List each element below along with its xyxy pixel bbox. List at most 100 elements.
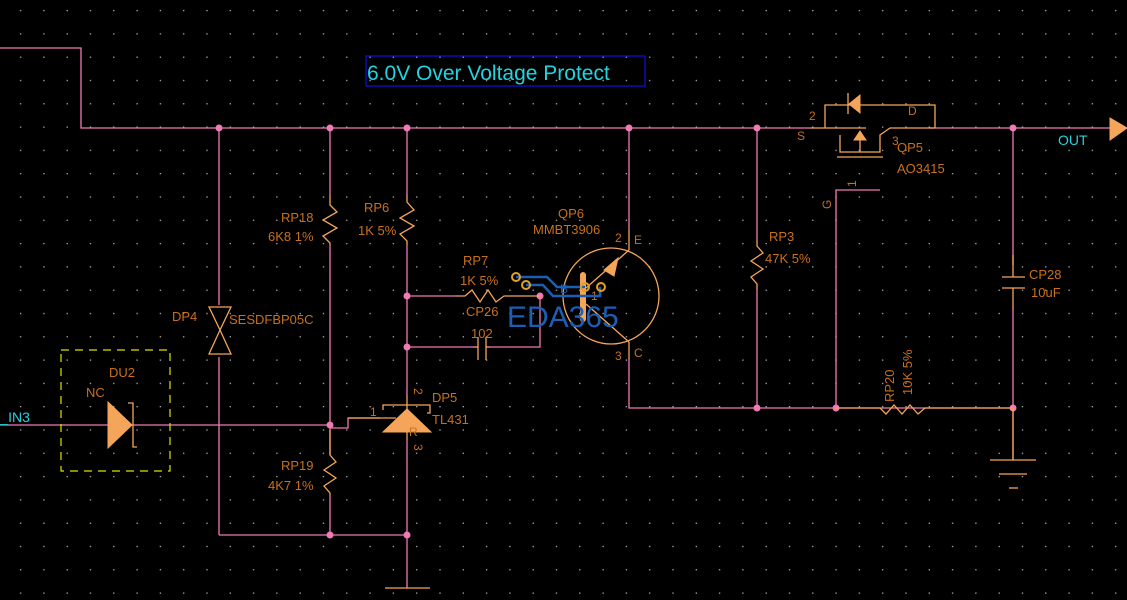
net-label-out: OUT bbox=[1058, 132, 1088, 148]
tvs-triangle bbox=[207, 328, 233, 355]
ground-symbol bbox=[990, 408, 1036, 489]
rp20-value: 10K 5% bbox=[900, 349, 915, 395]
diode-cathode bbox=[128, 402, 137, 448]
body-diode-loop bbox=[824, 104, 936, 128]
wire-cp26-right bbox=[490, 296, 541, 348]
qp6-pin2: 2 bbox=[615, 231, 622, 245]
qp5-ref: QP5 bbox=[897, 140, 923, 155]
resistor-rp19[interactable]: RP19 4K7 1% bbox=[268, 430, 338, 495]
qp5-pin-s: S bbox=[797, 129, 805, 143]
qp6-ref: QP6 bbox=[558, 206, 584, 221]
qp5-pin1: 1 bbox=[845, 180, 859, 187]
pcb-trace bbox=[526, 283, 602, 298]
dp5-pin1: 1 bbox=[370, 405, 377, 419]
port-arrow-icon bbox=[1109, 117, 1127, 141]
pcb-via bbox=[580, 282, 590, 292]
net-port-out[interactable]: OUT bbox=[1058, 117, 1127, 148]
rp7-value: 1K 5% bbox=[460, 273, 499, 288]
watermark-text: EDA365 bbox=[507, 301, 619, 334]
capacitor-cp28[interactable]: CP28 10uF bbox=[1002, 255, 1062, 310]
du2-value: NC bbox=[86, 385, 105, 400]
resistor-symbol bbox=[322, 430, 338, 495]
rp19-ref: RP19 bbox=[281, 458, 314, 473]
pcb-trace bbox=[516, 275, 585, 289]
pcb-via bbox=[521, 280, 531, 290]
mosfet-qp5[interactable]: 2 D S 3 QP5 AO3415 1 G bbox=[797, 93, 945, 209]
wire-gate bbox=[835, 189, 880, 408]
net-label-input: S_IN3 bbox=[0, 409, 30, 425]
resistor-rp6[interactable]: RP6 1K 5% bbox=[358, 195, 416, 245]
net-label-input-group[interactable]: S_IN3 bbox=[0, 409, 30, 425]
qp5-pin-g: G bbox=[820, 200, 834, 209]
wire-collector-rail bbox=[628, 360, 1013, 409]
capacitor-cp26[interactable]: CP26 102 bbox=[466, 304, 499, 360]
qp6-pin-b: B bbox=[560, 282, 568, 296]
dp4-ref: DP4 bbox=[172, 309, 197, 324]
rp6-ref: RP6 bbox=[364, 200, 389, 215]
diode-du2[interactable]: DU2 NC bbox=[60, 349, 171, 472]
keepout-box bbox=[60, 349, 171, 472]
rp20-ref: RP20 bbox=[882, 369, 897, 402]
tl431-cathode-bar bbox=[382, 404, 431, 414]
rp19-value: 4K7 1% bbox=[268, 478, 314, 493]
resistor-rp3[interactable]: RP3 47K 5% bbox=[749, 229, 811, 290]
shunt-regulator-dp5[interactable]: 1 2 3 R DP5 TL431 bbox=[348, 388, 469, 451]
cp28-value: 10uF bbox=[1031, 285, 1061, 300]
resistor-symbol bbox=[321, 195, 339, 245]
qp5-value: AO3415 bbox=[897, 161, 945, 176]
junction-dot bbox=[403, 343, 411, 351]
title-box[interactable]: 6.0V Over Voltage Protect bbox=[365, 55, 646, 87]
resistor-rp20[interactable]: RP20 10K 5% bbox=[836, 349, 1013, 415]
rp6-value: 1K 5% bbox=[358, 223, 397, 238]
resistor-symbol bbox=[836, 404, 1013, 415]
resistor-symbol bbox=[398, 195, 416, 245]
dp5-pin-r: R bbox=[409, 425, 418, 439]
rp18-ref: RP18 bbox=[281, 210, 314, 225]
tl431-triangle bbox=[381, 408, 433, 433]
junction-dot bbox=[326, 124, 334, 132]
junction-dot bbox=[625, 124, 633, 132]
dp5-pin3: 3 bbox=[411, 444, 425, 451]
dp5-ref: DP5 bbox=[432, 390, 457, 405]
channel bbox=[839, 127, 935, 153]
junction-dot bbox=[215, 124, 223, 132]
junctions bbox=[215, 124, 1017, 539]
junction-dot bbox=[403, 292, 411, 300]
qp6-value: MMBT3906 bbox=[533, 222, 600, 237]
dp5-pin2: 2 bbox=[411, 388, 425, 395]
rp3-ref: RP3 bbox=[769, 229, 794, 244]
title-frame bbox=[365, 55, 646, 87]
junction-dot bbox=[403, 124, 411, 132]
resistor-rp7[interactable]: RP7 1K 5% bbox=[455, 253, 540, 304]
resistor-symbol bbox=[455, 288, 540, 304]
collector-lead bbox=[585, 303, 630, 343]
tvs-diode-dp4[interactable]: DP4 SESDFBP05C bbox=[172, 306, 314, 355]
diode-arrow bbox=[848, 93, 861, 115]
resistor-symbol bbox=[749, 240, 765, 290]
qp5-pin2: 2 bbox=[809, 109, 816, 123]
rp7-ref: RP7 bbox=[463, 253, 488, 268]
qp6-pin3: 3 bbox=[615, 349, 622, 363]
tvs-triangle bbox=[207, 306, 233, 332]
junction-dot bbox=[753, 404, 761, 412]
channel-arrow bbox=[853, 130, 867, 141]
rp3-value: 47K 5% bbox=[765, 251, 811, 266]
junction-dot bbox=[753, 124, 761, 132]
pcb-trace-overlay: EDA365 bbox=[507, 272, 619, 334]
resistor-rp18[interactable]: RP18 6K8 1% bbox=[268, 195, 339, 245]
pcb-via bbox=[511, 272, 521, 282]
junction-dot bbox=[403, 531, 411, 539]
qp6-pin-e: E bbox=[634, 233, 642, 247]
cp26-value: 102 bbox=[471, 326, 493, 341]
junction-dot bbox=[326, 421, 334, 429]
emitter-arrow bbox=[603, 256, 619, 277]
pcb-via bbox=[596, 282, 606, 292]
diode-triangle bbox=[107, 400, 133, 450]
dp5-value: TL431 bbox=[432, 412, 469, 427]
cp28-ref: CP28 bbox=[1029, 267, 1062, 282]
qp5-pin3: 3 bbox=[892, 134, 899, 148]
junction-dot bbox=[326, 531, 334, 539]
cp26-ref: CP26 bbox=[466, 304, 499, 319]
du2-ref: DU2 bbox=[109, 365, 135, 380]
